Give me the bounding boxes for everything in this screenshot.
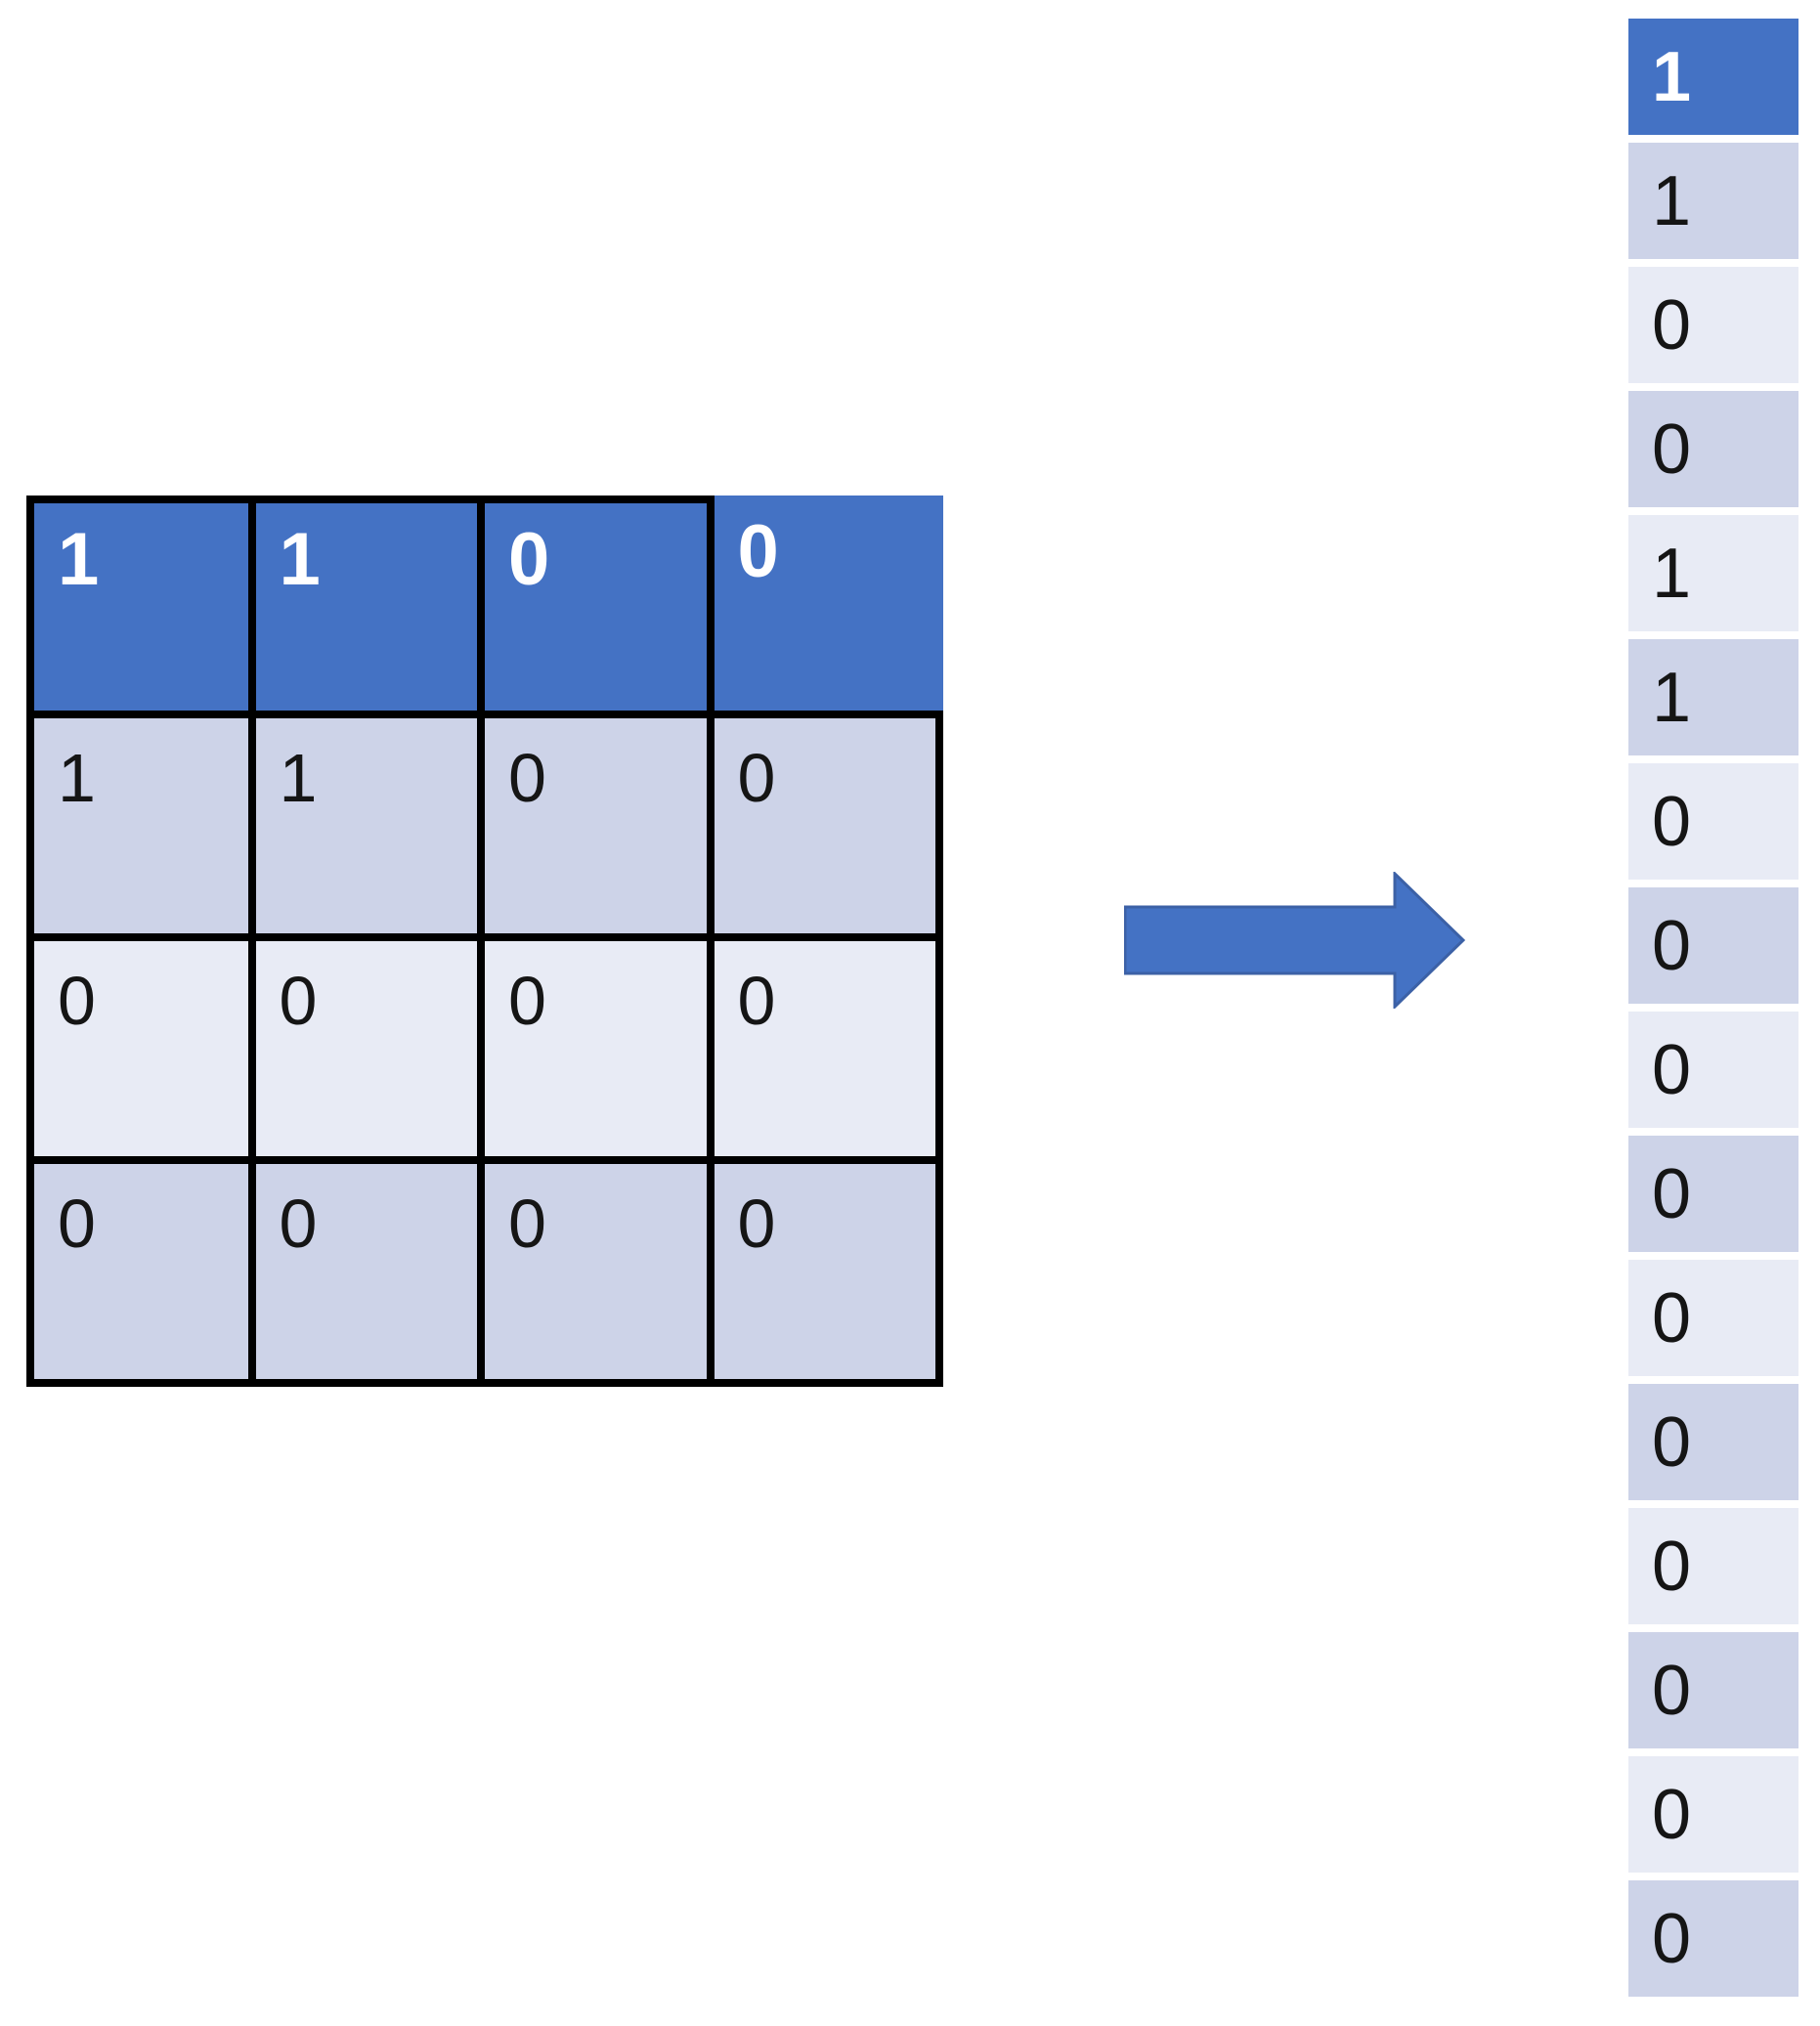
vector-cell-6: 1: [1628, 639, 1798, 755]
vector-cell-7: 0: [1628, 763, 1798, 880]
vector-cell-16: 0: [1628, 1880, 1798, 1997]
matrix-cell-r4c2: 0: [255, 1164, 485, 1387]
vector-cell-15: 0: [1628, 1756, 1798, 1873]
matrix-cell-r1c4: 0: [714, 496, 943, 718]
matrix-cell-r2c1: 1: [26, 718, 256, 941]
matrix-cell-r4c1: 0: [26, 1164, 256, 1387]
vector-cell-3: 0: [1628, 267, 1798, 383]
vector-cell-12: 0: [1628, 1384, 1798, 1500]
matrix-cell-r2c2: 1: [255, 718, 485, 941]
vector-cell-8: 0: [1628, 887, 1798, 1004]
matrix-cell-r3c3: 0: [485, 941, 715, 1164]
matrix-cell-r2c4: 0: [714, 718, 943, 941]
matrix-cell-r1c3: 0: [485, 496, 715, 718]
right-arrow-shape: [1124, 872, 1465, 1009]
matrix-cell-r3c4: 0: [714, 941, 943, 1164]
vector-cell-10: 0: [1628, 1136, 1798, 1252]
vector-cell-13: 0: [1628, 1508, 1798, 1624]
matrix-cell-r1c2: 1: [255, 496, 485, 718]
vector-cell-11: 0: [1628, 1260, 1798, 1376]
vector-cell-9: 0: [1628, 1012, 1798, 1128]
vector-cell-1: 1: [1628, 19, 1798, 135]
vector-cell-14: 0: [1628, 1632, 1798, 1748]
right-arrow-icon: [1124, 872, 1465, 1009]
vector-cell-5: 1: [1628, 515, 1798, 631]
matrix-cell-r1c1: 1: [26, 496, 256, 718]
matrix-cell-r2c3: 0: [485, 718, 715, 941]
vector-cell-2: 1: [1628, 143, 1798, 259]
matrix-cell-r4c4: 0: [714, 1164, 943, 1387]
matrix-cell-r3c1: 0: [26, 941, 256, 1164]
matrix-cell-r3c2: 0: [255, 941, 485, 1164]
vector-cell-4: 0: [1628, 391, 1798, 507]
matrix-cell-r4c3: 0: [485, 1164, 715, 1387]
